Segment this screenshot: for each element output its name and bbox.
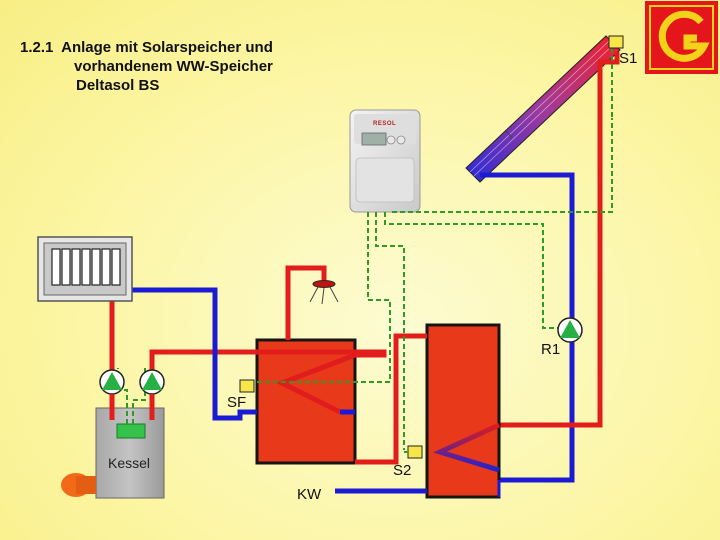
label-kessel: Kessel <box>108 455 151 471</box>
label-kw: KW <box>297 486 322 503</box>
solar-flow-pipe <box>500 52 620 428</box>
hot-water-tank <box>255 338 357 465</box>
sensor-sf <box>239 379 255 393</box>
label-r1: R1 <box>541 341 561 358</box>
solar-collector <box>465 35 621 183</box>
pump-heating <box>99 369 125 395</box>
company-logo <box>645 1 718 74</box>
solar-controller <box>349 109 421 213</box>
label-s1: S1 <box>619 50 638 67</box>
title-line-1: 1.2.1 Anlage mit Solarspeicher und <box>20 39 273 56</box>
radiator <box>37 236 133 302</box>
title-line-3: Deltasol BS <box>76 77 160 94</box>
label-s2: S2 <box>393 462 412 479</box>
title-line-2: vorhandenem WW-Speicher <box>74 58 273 75</box>
pump-boiler-charge <box>139 369 165 395</box>
controller-brand: RESOL <box>373 121 397 127</box>
label-sf: SF <box>227 394 247 411</box>
pump-r1 <box>557 317 583 343</box>
page-title: 1.2.1 Anlage mit Solarspeicher und vorha… <box>20 38 273 95</box>
radiator-return-pipe <box>132 287 257 421</box>
shower-icon <box>309 280 339 305</box>
boiler-flow-pipe <box>149 349 387 378</box>
preheat-pipe <box>355 333 427 465</box>
boiler-pump-pipes <box>109 394 155 420</box>
controller-wires <box>250 118 613 450</box>
solar-tank <box>425 323 501 499</box>
boiler <box>61 407 165 499</box>
sensor-s2 <box>404 445 423 459</box>
hot-water-outlet-pipe <box>285 265 327 340</box>
sensor-s1 <box>608 35 624 118</box>
